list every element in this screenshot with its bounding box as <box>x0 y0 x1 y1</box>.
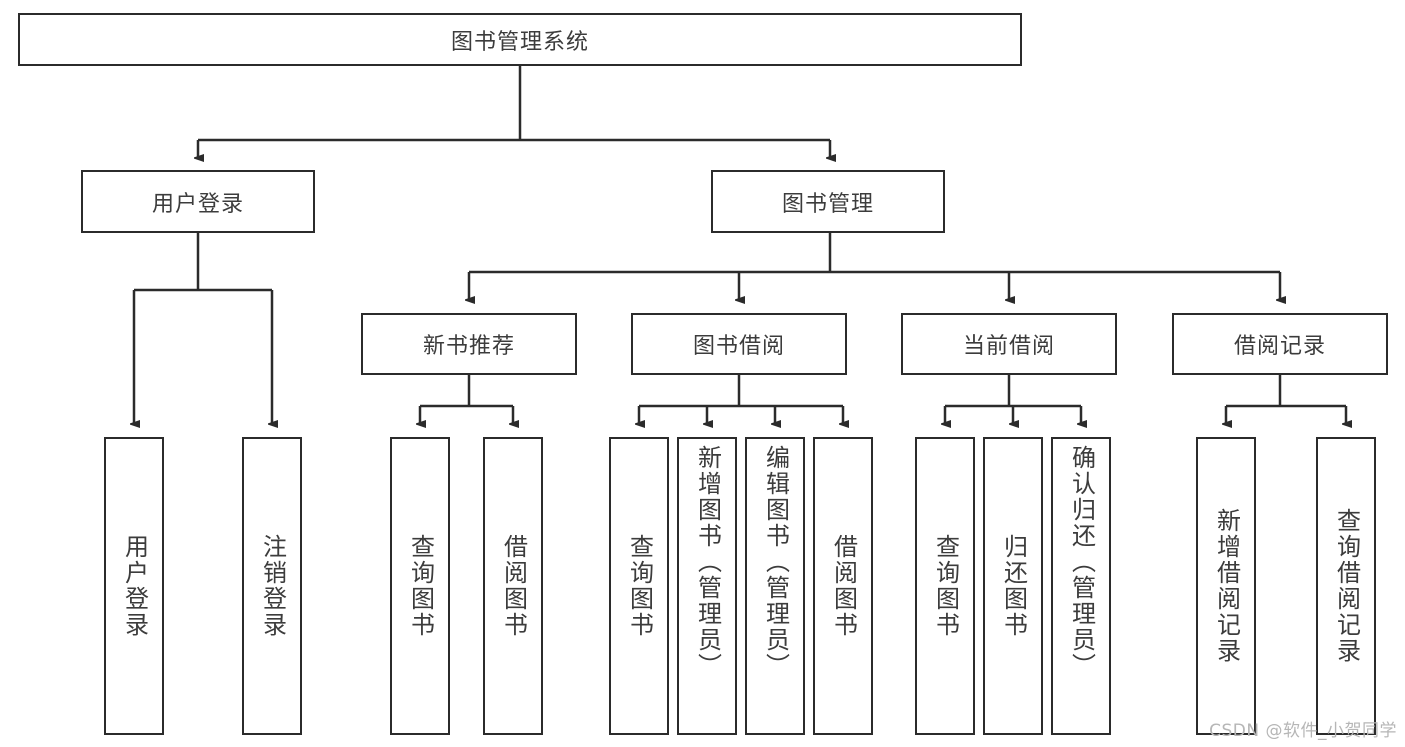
node-book-management[interactable]: 图书管理 <box>711 170 945 233</box>
leaf-new-book-query-book[interactable]: 查询图书 <box>390 437 450 735</box>
node-label: 借阅记录 <box>1233 334 1326 359</box>
leaf-label: 编辑图书（管理员） <box>761 445 790 679</box>
leaf-label: 归还图书 <box>999 534 1028 638</box>
leaf-label: 确认归还（管理员） <box>1067 445 1096 679</box>
leaf-new-book-borrow-book[interactable]: 借阅图书 <box>483 437 543 735</box>
leaf-current-borrow-query-book[interactable]: 查询图书 <box>915 437 975 735</box>
node-book-borrow[interactable]: 图书借阅 <box>631 313 847 375</box>
leaf-label: 借阅图书 <box>499 534 528 638</box>
leaf-borrow-record-query-record[interactable]: 查询借阅记录 <box>1316 437 1376 735</box>
node-current-borrow[interactable]: 当前借阅 <box>901 313 1117 375</box>
node-label: 新书推荐 <box>422 334 515 359</box>
leaf-label: 新增借阅记录 <box>1212 508 1241 664</box>
leaf-book-borrow-borrow-book[interactable]: 借阅图书 <box>813 437 873 735</box>
leaf-borrow-record-add-record[interactable]: 新增借阅记录 <box>1196 437 1256 735</box>
node-label: 图书管理 <box>781 191 874 217</box>
node-label: 用户登录 <box>151 191 244 217</box>
leaf-book-borrow-edit-book-admin[interactable]: 编辑图书（管理员） <box>745 437 805 735</box>
leaf-label: 查询图书 <box>406 534 435 638</box>
leaf-label: 查询借阅记录 <box>1332 508 1361 664</box>
node-label: 图书管理系统 <box>450 29 589 55</box>
leaf-label: 用户登录 <box>120 534 149 638</box>
node-user-login[interactable]: 用户登录 <box>81 170 315 233</box>
node-label: 图书借阅 <box>692 334 785 359</box>
node-label: 当前借阅 <box>962 334 1055 359</box>
leaf-label: 新增图书（管理员） <box>693 445 722 679</box>
leaf-book-borrow-query-book[interactable]: 查询图书 <box>609 437 669 735</box>
watermark-text: CSDN @软件_小贺同学 <box>1209 721 1397 741</box>
leaf-label: 查询图书 <box>931 534 960 638</box>
leaf-user-login-logout[interactable]: 注销登录 <box>242 437 302 735</box>
leaf-user-login-login[interactable]: 用户登录 <box>104 437 164 735</box>
node-borrow-record[interactable]: 借阅记录 <box>1172 313 1388 375</box>
leaf-label: 注销登录 <box>258 534 287 638</box>
leaf-label: 查询图书 <box>625 534 654 638</box>
leaf-book-borrow-add-book-admin[interactable]: 新增图书（管理员） <box>677 437 737 735</box>
node-root-book-management-system[interactable]: 图书管理系统 <box>18 13 1022 66</box>
leaf-current-borrow-confirm-return-admin[interactable]: 确认归还（管理员） <box>1051 437 1111 735</box>
leaf-label: 借阅图书 <box>829 534 858 638</box>
leaf-current-borrow-return-book[interactable]: 归还图书 <box>983 437 1043 735</box>
node-new-book-recommend[interactable]: 新书推荐 <box>361 313 577 375</box>
